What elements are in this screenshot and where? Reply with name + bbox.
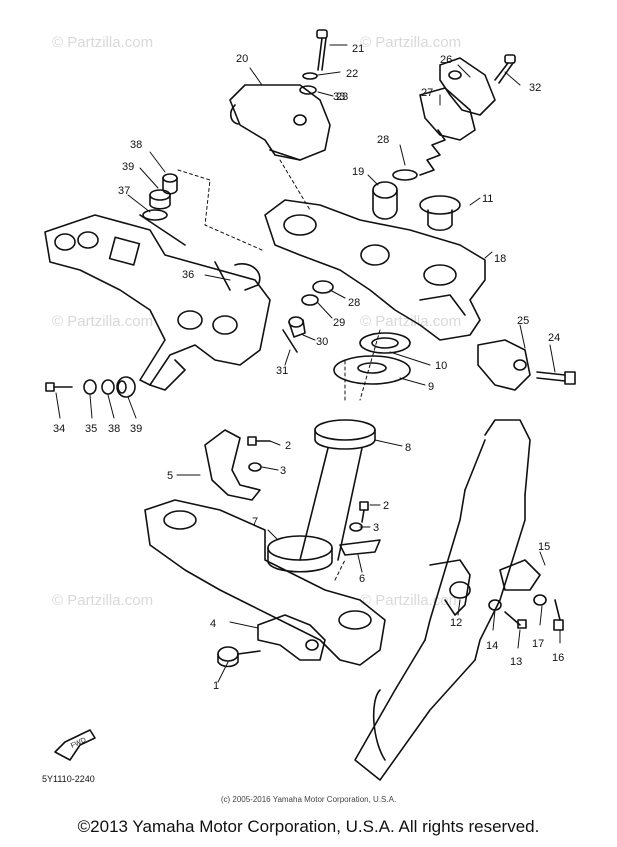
spring-28 xyxy=(419,129,446,176)
collar-37 xyxy=(142,209,168,221)
callout: 1 xyxy=(213,680,219,692)
callout: 38 xyxy=(108,423,120,435)
callout: 8 xyxy=(405,442,411,454)
washer-33 xyxy=(392,169,418,181)
bearing-race-10 xyxy=(359,332,411,354)
callout-labels: 1 2 2 3 3 4 5 6 7 8 9 10 11 12 13 14 15 … xyxy=(42,43,564,784)
callout: 24 xyxy=(548,332,560,344)
callout: 17 xyxy=(532,638,544,650)
callout: 36 xyxy=(182,269,194,281)
callout: 10 xyxy=(435,360,447,372)
clamp-25 xyxy=(477,339,531,391)
callout: 30 xyxy=(316,336,328,348)
bushing-30 xyxy=(288,316,306,338)
cable-guide-5 xyxy=(204,429,261,501)
callout: 7 xyxy=(252,516,258,528)
clip-6 xyxy=(339,539,381,556)
callout: 9 xyxy=(428,381,434,393)
bolt-32 xyxy=(494,54,516,84)
washer-22 xyxy=(302,72,318,80)
bolt-16 xyxy=(553,599,564,631)
callout: 26 xyxy=(440,54,452,66)
bolt-2b xyxy=(359,501,369,523)
callout: 15 xyxy=(538,541,550,553)
callout: 39 xyxy=(130,423,142,435)
callout: 20 xyxy=(236,53,248,65)
callout: 18 xyxy=(494,253,506,265)
callout: 31 xyxy=(276,365,288,377)
callout: 39 xyxy=(122,161,134,173)
upper-bracket-18 xyxy=(264,199,486,341)
bolt-13 xyxy=(504,611,527,629)
washer-17 xyxy=(533,594,547,606)
callout: 35 xyxy=(85,423,97,435)
watermark: © Partzilla.com xyxy=(360,313,462,330)
callout: 16 xyxy=(552,652,564,664)
callout: 13 xyxy=(510,656,522,668)
handlebar-holder-lower xyxy=(229,84,331,161)
forward-arrow-icon xyxy=(54,729,96,761)
callout: 33 xyxy=(333,91,345,103)
callout: 37 xyxy=(118,185,130,197)
callout: 27 xyxy=(421,87,433,99)
watermark: © Partzilla.com xyxy=(360,592,462,609)
clamp-12 xyxy=(429,559,471,616)
watermark: © Partzilla.com xyxy=(52,313,154,330)
callout: 14 xyxy=(486,640,498,652)
watermark: © Partzilla.com xyxy=(360,34,462,51)
callout: 21 xyxy=(352,43,364,55)
callout: 5 xyxy=(167,470,173,482)
callout: 23 xyxy=(336,91,348,103)
callout: 32 xyxy=(529,82,541,94)
callout: 3 xyxy=(280,465,286,477)
callout: 28 xyxy=(348,297,360,309)
lower-bracket xyxy=(144,499,386,666)
callout: 4 xyxy=(210,618,216,630)
washer-29 xyxy=(301,294,319,306)
washer-3 xyxy=(248,462,262,472)
callout: 19 xyxy=(352,166,364,178)
copyright-footer: ©2013 Yamaha Motor Corporation, U.S.A. A… xyxy=(77,817,540,836)
callout: 11 xyxy=(482,193,493,205)
clip-36 xyxy=(214,261,261,291)
callout: 2 xyxy=(285,440,291,452)
callout: 2 xyxy=(383,500,389,512)
washer-35 xyxy=(83,379,97,395)
damper-39 xyxy=(149,189,171,210)
washer-23 xyxy=(299,85,317,95)
callout: 25 xyxy=(517,315,529,327)
handlebar-holder-upper xyxy=(419,57,496,141)
callout: 12 xyxy=(450,617,462,629)
bushing-19 xyxy=(372,181,398,220)
bearing-race-9 xyxy=(333,355,411,385)
watermark: © Partzilla.com xyxy=(52,592,154,609)
headlight-bracket xyxy=(44,214,271,391)
nut-11 xyxy=(419,195,461,232)
callout: 22 xyxy=(346,68,358,80)
image-copyright-note: (c) 2005-2016 Yamaha Motor Corporation, … xyxy=(220,795,397,804)
bolt-21 xyxy=(316,29,328,71)
collar-38 xyxy=(101,379,115,395)
callout: 29 xyxy=(333,317,345,329)
washer-28b xyxy=(312,280,334,294)
callout: 3 xyxy=(373,522,379,534)
pin-31 xyxy=(282,329,298,353)
bolt-2 xyxy=(247,436,271,446)
callout: 34 xyxy=(53,423,65,435)
damper-39-lower xyxy=(116,376,136,398)
callout: 6 xyxy=(359,573,365,585)
front-fork xyxy=(354,419,531,781)
clamp-4 xyxy=(257,614,326,661)
steering-stem xyxy=(267,419,376,573)
callout: 38 xyxy=(130,139,142,151)
part-code: 5Y1110-2240 xyxy=(42,774,95,784)
bolt-1 xyxy=(217,646,261,668)
bracket-15 xyxy=(499,559,541,591)
bolt-34 xyxy=(45,382,73,392)
bolt-24 xyxy=(536,371,576,385)
watermark: © Partzilla.com xyxy=(52,34,154,51)
callout: 28 xyxy=(377,134,389,146)
